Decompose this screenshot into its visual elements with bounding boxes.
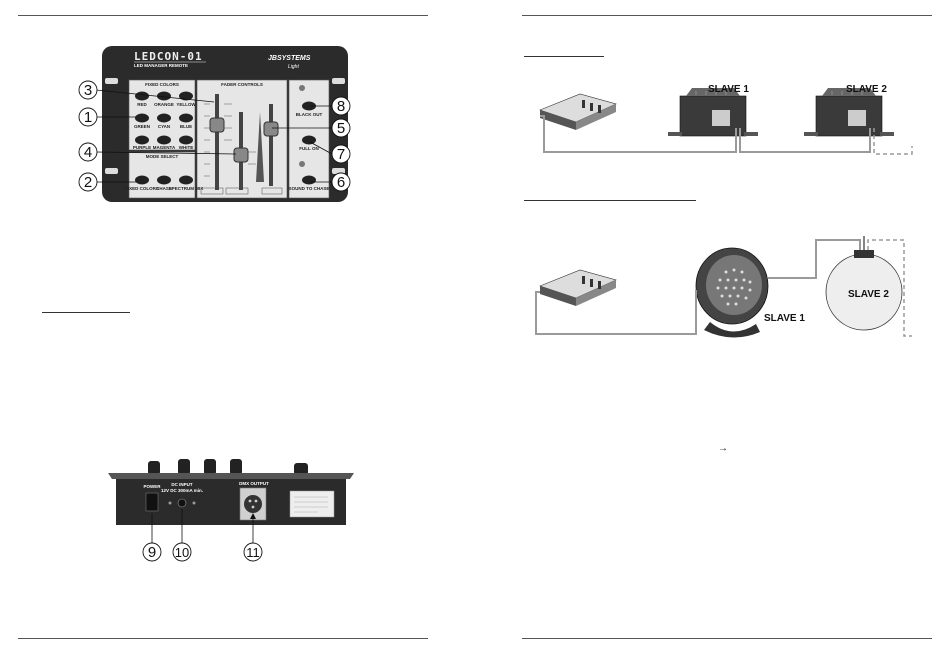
- color-cyan-label: CYAN: [158, 124, 170, 129]
- color-blue-label: BLUE: [180, 124, 192, 129]
- diagram1-slave2-label: SLAVE 2: [846, 84, 887, 95]
- callout-9: 9: [148, 544, 156, 561]
- diagram1-slave1-label: SLAVE 1: [708, 84, 749, 95]
- arrow-glyph: →: [718, 443, 728, 454]
- fader-controls-heading: FADER CONTROLS: [221, 82, 263, 87]
- right-top-rule: [522, 15, 932, 16]
- left-top-rule: [18, 15, 428, 16]
- color-button-grid: [135, 91, 193, 145]
- right-section-heading-underline-2: [524, 200, 696, 201]
- diagram2-slave1-label: SLAVE 1: [764, 313, 805, 324]
- color-green-label: GREEN: [134, 124, 150, 129]
- color-white-label: WHITE: [179, 145, 194, 150]
- color-yellow-label: YELLOW: [176, 102, 196, 107]
- callout-6: 6: [337, 174, 345, 191]
- mode-spectrum-mix-label: SPECTRUM MIX: [169, 186, 204, 191]
- left-bottom-rule: [18, 638, 428, 639]
- dc-input-label: DC INPUT: [171, 482, 193, 487]
- controller-brand: LEDCON-01: [134, 50, 203, 63]
- controller-back-panel: POWER DC INPUT 12V DC 300mA min. DMX OUT…: [108, 459, 354, 562]
- connection-diagram-led-units: [535, 236, 912, 338]
- brand-logo-sub: Light: [288, 64, 299, 70]
- brand-logo: JBSYSTEMS: [268, 55, 311, 62]
- callout-1: 1: [84, 109, 92, 126]
- dc-input-spec: 12V DC 300mA min.: [161, 488, 203, 493]
- mode-chase-label: CHASE: [156, 186, 172, 191]
- controller-front-panel: LEDCON-01 LED MANAGER REMOTE JBSYSTEMS L…: [78, 46, 351, 202]
- sound-to-chase-label: SOUND TO CHASE: [289, 186, 330, 191]
- callout-3: 3: [84, 82, 92, 99]
- callout-8: 8: [337, 98, 345, 115]
- callout-5: 5: [337, 120, 345, 137]
- callout-10: 10: [175, 545, 189, 560]
- right-section-heading-underline-1: [524, 56, 604, 57]
- callout-4: 4: [84, 144, 92, 161]
- power-label: POWER: [143, 484, 161, 489]
- mode-fixed-colors-label: FIXED COLORS: [125, 186, 159, 191]
- mode-select-heading: MODE SELECT: [146, 154, 179, 159]
- fixed-colors-heading: FIXED COLORS: [145, 82, 179, 87]
- controller-subtitle: LED MANAGER REMOTE: [134, 63, 188, 68]
- right-bottom-rule: [522, 638, 932, 639]
- callout-7: 7: [337, 146, 345, 163]
- left-section-heading-underline: [42, 312, 130, 313]
- color-red-label: RED: [137, 102, 147, 107]
- callout-11: 11: [246, 545, 260, 560]
- callout-2: 2: [84, 174, 92, 191]
- connection-diagram-dmx-units: [539, 88, 913, 155]
- color-orange-label: ORANGE: [154, 102, 174, 107]
- color-magenta-label: MAGENTA: [153, 145, 176, 150]
- dmx-output-label: DMX OUTPUT: [239, 481, 269, 486]
- color-purple-label: PURPLE: [133, 145, 151, 150]
- black-out-label: BLACK OUT: [296, 112, 323, 117]
- full-on-label: FULL ON: [299, 146, 318, 151]
- diagram2-slave2-label: SLAVE 2: [848, 289, 889, 300]
